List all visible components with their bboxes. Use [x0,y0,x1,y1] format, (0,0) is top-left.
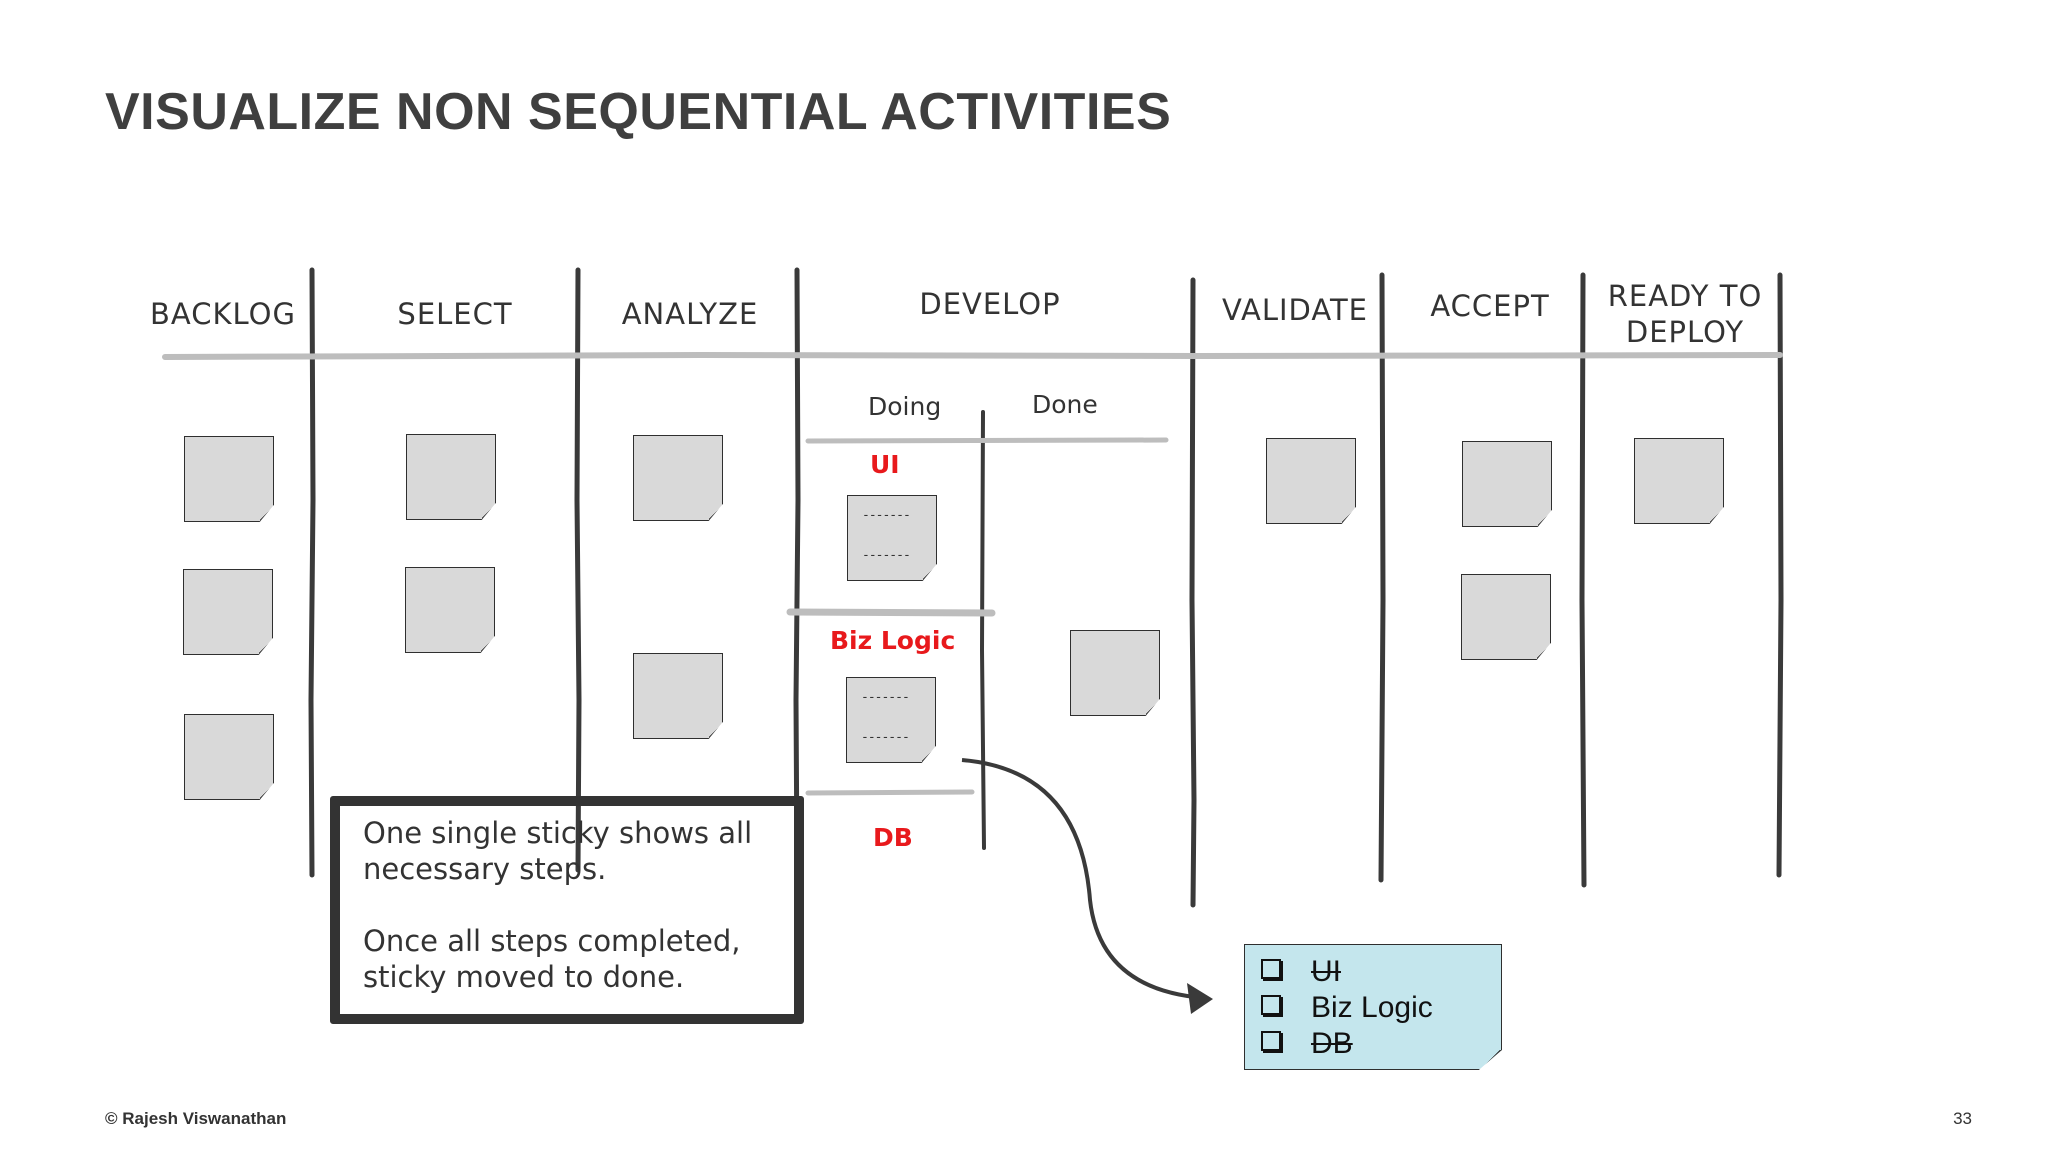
checkbox-icon [1261,1031,1281,1051]
checklist-item-ui: UI [1261,955,1341,989]
column-header-accept: ACCEPT [1430,289,1550,323]
column-header-ready-line1: READY TO [1607,279,1763,313]
checklist-sticky[interactable]: UI Biz Logic DB [1244,944,1502,1070]
checkbox-icon [1261,995,1281,1015]
sticky-note-ui-task[interactable]: ------- ------- [847,495,937,581]
column-header-develop: DEVELOP [919,287,1061,321]
sticky-note[interactable] [1266,438,1356,524]
move-arrow-path [961,758,1206,1000]
callout-line: One single sticky shows all [363,816,753,850]
sticky-note[interactable] [1462,441,1552,527]
checklist-item-db: DB [1261,1027,1353,1061]
callout-box [330,796,804,1024]
sticky-note-biz-task[interactable]: ------- ------- [846,677,936,763]
sticky-note[interactable] [633,435,723,521]
checklist-item-biz-logic: Biz Logic [1261,991,1433,1025]
callout-line: necessary steps. [363,852,607,886]
separator-doing-done [979,410,986,850]
subcolumn-header-done: Done [1032,390,1098,419]
column-header-backlog: BACKLOG [150,297,296,331]
move-arrow-head [1187,983,1213,1014]
separator-backlog-select [308,267,316,878]
step-label-db: DB [873,823,913,852]
sticky-note[interactable] [183,569,273,655]
sticky-note[interactable] [184,436,274,522]
column-header-ready-line2: DEPLOY [1625,315,1745,349]
checkbox-icon [1261,959,1281,979]
callout-text: One single sticky shows all necessary st… [363,815,783,995]
separator-ready-end [1776,272,1784,878]
callout-line: sticky moved to done. [363,960,685,994]
sticky-placeholder-text: ------- [861,690,910,705]
separator-develop-validate [1189,277,1197,908]
sticky-note[interactable] [405,567,495,653]
copyright-text: © Rajesh Viswanathan [105,1109,287,1128]
header-dividers [162,351,1783,796]
sticky-note[interactable] [184,714,274,800]
separator-validate-accept [1378,272,1386,883]
sticky-note[interactable] [1634,438,1724,524]
header-divider [162,351,1783,360]
sticky-note[interactable] [1070,630,1160,716]
sticky-placeholder-text: ------- [862,508,911,523]
ui-biz-divider [786,608,996,617]
sticky-note[interactable] [406,434,496,520]
separator-analyze-develop [793,267,801,873]
callout-line: Once all steps completed, [363,924,741,958]
step-label-biz-logic: Biz Logic [830,626,956,655]
step-label-ui: UI [870,450,900,479]
slide-title: VISUALIZE NON SEQUENTIAL ACTIVITIES [105,83,1172,141]
column-header-analyze: ANALYZE [621,297,759,331]
subcolumn-header-doing: Doing [868,392,942,421]
sticky-placeholder-text: ------- [862,548,911,563]
doing-done-divider [805,437,1169,444]
sticky-note[interactable] [633,653,723,739]
separator-accept-ready [1579,272,1587,888]
biz-db-divider [805,789,975,796]
column-header-validate: VALIDATE [1222,293,1368,327]
sticky-note[interactable] [1461,574,1551,660]
column-separators [308,267,1784,908]
page-number: 33 [1953,1109,1972,1128]
column-header-select: SELECT [397,297,513,331]
sticky-placeholder-text: ------- [861,730,910,745]
separator-select-analyze [574,267,582,873]
